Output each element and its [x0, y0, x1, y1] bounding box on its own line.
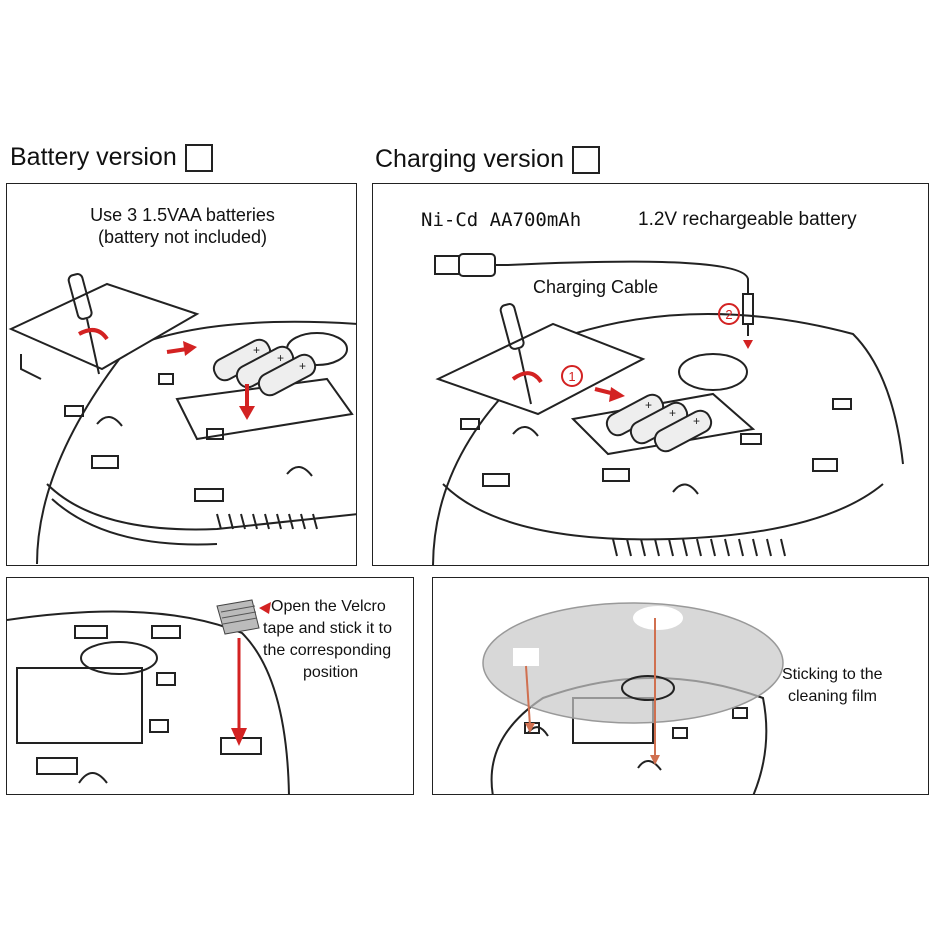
charging-cable: [495, 260, 749, 294]
battery-version-heading: Battery version: [10, 143, 213, 172]
charging-version-panel: Ni-Cd AA700mAh 1.2V rechargeable battery…: [372, 183, 929, 566]
battery-plus-label: +: [253, 343, 260, 357]
battery-plus-label: +: [299, 359, 306, 373]
velcro-peel-arrow: [259, 602, 271, 614]
battery-install-illustration: + + +: [8, 273, 356, 565]
battery-cover: [435, 322, 646, 416]
robot-outline: [7, 610, 290, 794]
battery-version-label: Battery version: [10, 143, 177, 171]
motor-knob: [678, 353, 748, 391]
charging-version-heading: Charging version: [375, 145, 600, 174]
battery-spec-text: Ni-Cd AA700mAh: [421, 209, 582, 231]
battery-plus-label: +: [277, 351, 284, 365]
battery-desc-text: 1.2V rechargeable battery: [638, 209, 857, 230]
wheel-mark: [96, 416, 123, 427]
plug-arrow: [743, 340, 753, 349]
rotate-arrow: [78, 328, 109, 341]
cleaning-film-hole: [633, 606, 683, 630]
battery-cover: [8, 282, 200, 371]
motor-knob: [621, 675, 675, 701]
cleaning-film: [482, 602, 784, 724]
wheel-mark: [78, 772, 108, 784]
battery-instruction-line1: Use 3 1.5VAA batteries: [90, 205, 275, 225]
battery-instruction-line2: (battery not included): [97, 227, 268, 247]
aa-battery: [257, 353, 317, 397]
cleaning-film-illustration: [482, 602, 784, 794]
step-2-marker: [718, 303, 740, 325]
charging-version-checkbox[interactable]: [572, 145, 600, 174]
velcro-illustration: [7, 599, 290, 794]
velcro-instruction-line3: the corresponding: [263, 642, 392, 659]
wheel-mark: [672, 483, 699, 495]
battery-bay: [570, 392, 756, 456]
velcro-instruction-line4: position: [303, 664, 359, 681]
battery-cover: [16, 667, 143, 744]
screwdriver-icon: [67, 273, 93, 320]
robot-outline: [432, 313, 904, 565]
battery-plus-label: +: [669, 406, 676, 420]
charging-install-illustration: + + + 1 2: [432, 253, 904, 565]
slide-arrow: [166, 347, 188, 354]
cleaning-film-panel: Sticking to the cleaning film: [432, 577, 929, 795]
step-2-number: 2: [725, 307, 732, 322]
film-align-line: [525, 665, 531, 727]
velcro-instruction-line2: tape and stick it to: [263, 620, 392, 637]
rotate-arrow: [511, 371, 543, 384]
slot: [64, 405, 84, 417]
velcro-patch-icon: [216, 599, 260, 635]
charging-cable-label: Charging Cable: [533, 277, 659, 297]
usb-plug-icon: [434, 255, 460, 275]
battery-plus-label: +: [693, 414, 700, 428]
velcro-instruction-line1: Open the Velcro: [271, 598, 386, 615]
charging-version-label: Charging version: [375, 145, 564, 173]
step-1-marker: [561, 365, 583, 387]
battery-plus-label: +: [645, 398, 652, 412]
battery-version-panel: Use 3 1.5VAA batteries (battery not incl…: [6, 183, 357, 566]
film-instruction-line1: Sticking to the: [782, 666, 883, 683]
film-instruction-line2: cleaning film: [788, 688, 877, 705]
step-1-number: 1: [568, 369, 575, 384]
film-velcro-spot: [513, 648, 539, 666]
screwdriver-icon: [499, 303, 525, 350]
aa-battery: [653, 409, 713, 453]
battery-version-checkbox[interactable]: [184, 143, 213, 172]
motor-knob: [80, 641, 158, 675]
velcro-panel: Open the Velcro tape and stick it to the…: [6, 577, 414, 795]
wheel-mark: [637, 760, 662, 771]
